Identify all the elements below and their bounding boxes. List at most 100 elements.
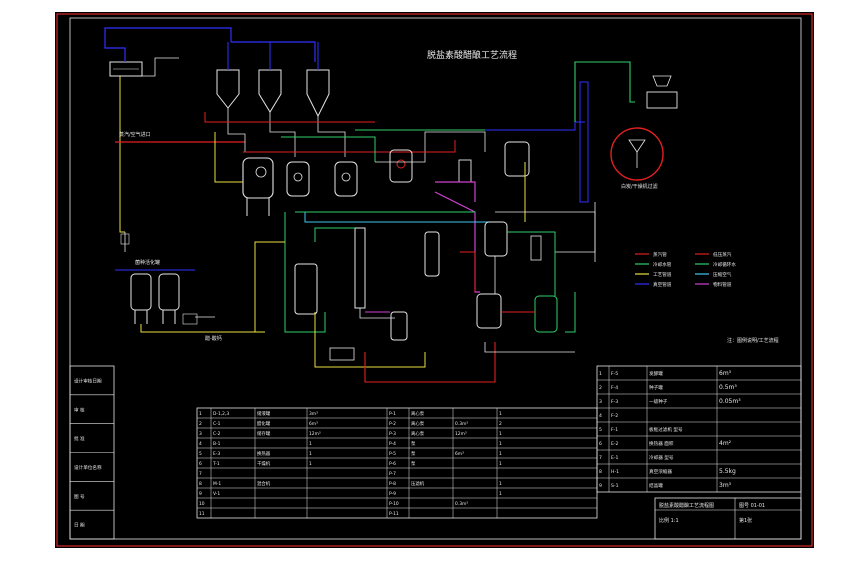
- equipment-cell: 换热器: [257, 450, 271, 457]
- equipment-cell: E-3: [213, 451, 220, 457]
- equipment-cell: 8: [199, 481, 202, 487]
- equipment-cell: 1: [499, 431, 502, 437]
- equipment-cell: 离心泵: [411, 410, 425, 417]
- side-block-cell: 设计审核日期: [74, 377, 102, 384]
- evaporator: [424, 231, 440, 277]
- calcium-acetate-label: 醋-酸钙: [205, 335, 222, 342]
- equipment-cell: 醋化罐: [257, 420, 271, 427]
- equipment-cell: 混合机: [257, 480, 271, 487]
- spec-cell: 6m³: [719, 370, 732, 377]
- cooling-tank: [534, 295, 558, 333]
- activation-label: 菌种活化罐: [135, 259, 160, 266]
- spec-cell: 3: [599, 399, 602, 405]
- spec-cell: S-1: [611, 483, 619, 489]
- reactor-1: [389, 149, 413, 183]
- receiver-tank: [390, 311, 408, 341]
- legend-caption: 注：图例说明/工艺流程: [727, 337, 779, 344]
- equipment-cell: 1: [309, 441, 312, 447]
- drawing-name: 脱盐素酸醋酿工艺流程图: [659, 502, 714, 509]
- legend: 注：图例说明/工艺流程 蒸汽管冷却水管工艺管道真空管道低压蒸汽冷却循环水压缩空气…: [635, 251, 779, 344]
- spec-cell: F-5: [611, 371, 618, 377]
- equipment-cell: 7: [199, 471, 202, 477]
- legend-item: 冷却水管: [653, 261, 672, 268]
- fermenter-2: [286, 161, 310, 197]
- equipment-cell: D-1,2,3: [213, 411, 229, 417]
- hopper-2: [258, 69, 282, 113]
- side-block-cell: 批 准: [74, 435, 85, 442]
- equipment-cell: 1: [309, 461, 312, 467]
- spec-cell: 结晶罐: [649, 482, 663, 489]
- tank-small: [458, 159, 472, 183]
- side-block-cell: 审 核: [74, 406, 85, 413]
- spec-cell: E-2: [611, 441, 619, 447]
- spec-cell: 冷却器 型号: [649, 454, 674, 461]
- equipment-cell: 2: [499, 421, 502, 427]
- hopper-3: [306, 69, 330, 118]
- equipment-cell: 干燥机: [257, 460, 271, 467]
- air-filter-box: [109, 61, 143, 77]
- equipment-cell: 2: [199, 421, 202, 427]
- equipment-cell: 1: [499, 441, 502, 447]
- equipment-cell: 12m³: [309, 431, 321, 437]
- equipment-cell: 1: [499, 481, 502, 487]
- spec-cell: 9: [599, 483, 602, 489]
- equipment-cell: 1: [199, 411, 202, 417]
- detail-circle: [610, 127, 664, 181]
- equipment-cell: 4: [199, 441, 202, 447]
- spec-cell: F-1: [611, 427, 618, 433]
- spec-cell: 一级种子: [649, 398, 668, 405]
- spec-cell: 发酵罐: [649, 370, 663, 377]
- activation-tank-1: [130, 273, 152, 324]
- equipment-cell: 3: [199, 431, 202, 437]
- drawing-sheet-number: 第1张: [739, 517, 752, 524]
- equipment-cell: V-1: [213, 491, 220, 497]
- equipment-cell: 5: [199, 451, 202, 457]
- equipment-cell: 1: [499, 461, 502, 467]
- equipment-cell: 离心泵: [411, 430, 425, 437]
- spec-cell: 4m²: [719, 440, 732, 447]
- equipment-cell: 1: [499, 491, 502, 497]
- filter-press: [484, 221, 508, 257]
- equipment-cell: P-2: [389, 421, 396, 427]
- middle-section: [185, 212, 496, 383]
- equipment-cell: P-5: [389, 451, 396, 457]
- legend-item: 物料管道: [713, 281, 732, 288]
- filtration-section: 白炭/干燥机过滤: [555, 61, 678, 253]
- spec-cell: F-3: [611, 399, 618, 405]
- legend-item: 工艺管道: [653, 271, 672, 278]
- process-flow-diagram: 脱盐素酸醋酿工艺流程 蒸汽/空气进口: [56, 13, 813, 547]
- inner-frame: [69, 17, 802, 540]
- equipment-cell: 6: [199, 461, 202, 467]
- fermenter-3: [334, 161, 358, 197]
- outer-frame: [56, 13, 813, 547]
- reactor-3: [476, 293, 502, 329]
- equipment-cell: 3m³: [309, 411, 318, 417]
- center-top-equipment: [295, 121, 585, 293]
- detail-label: 白炭/干燥机过滤: [621, 183, 658, 190]
- legend-item: 蒸汽管: [653, 251, 667, 258]
- equipment-cell: 1: [309, 451, 312, 457]
- legend-item: 冷却循环水: [713, 261, 736, 268]
- spec-cell: 5: [599, 427, 602, 433]
- equipment-cell: 6m³: [455, 451, 464, 457]
- equipment-cell: 10: [199, 501, 205, 507]
- equipment-cell: 泵: [411, 461, 416, 467]
- drawing-sheet: 脱盐素酸醋酿工艺流程 蒸汽/空气进口: [55, 12, 814, 548]
- equipment-cell: 1: [499, 411, 502, 417]
- reactor-2: [504, 141, 530, 177]
- fermenter-group: [214, 132, 415, 216]
- side-block-cell: 日 期: [74, 523, 85, 529]
- spec-cell: 2: [599, 385, 602, 391]
- title-block: 脱盐素酸醋酿工艺流程图 图号 01-01 比例 1:1 第1张: [654, 497, 802, 540]
- equipment-cell: P-8: [389, 481, 396, 487]
- equipment-cell: P-11: [389, 511, 399, 517]
- spec-cell: 换热器 面积: [649, 440, 674, 447]
- spec-cell: 0.5m³: [719, 384, 737, 391]
- equipment-cell: 9: [199, 491, 202, 497]
- spec-cell: E-1: [611, 455, 619, 461]
- equipment-cell: 储液罐: [257, 410, 271, 417]
- equipment-cell: P-1: [389, 411, 396, 417]
- equipment-cell: B-1: [213, 441, 221, 447]
